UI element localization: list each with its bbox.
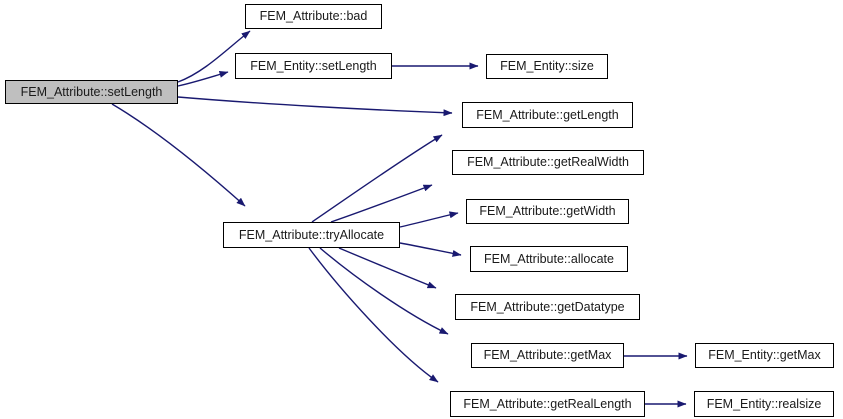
graph-node-getLength[interactable]: FEM_Attribute::getLength (462, 102, 633, 128)
graph-edge (111, 103, 246, 207)
graph-node-getRealWidth[interactable]: FEM_Attribute::getRealWidth (452, 150, 644, 175)
graph-node-label: FEM_Attribute::getWidth (479, 204, 616, 219)
graph-node-tryAllocate[interactable]: FEM_Attribute::tryAllocate (223, 222, 400, 248)
graph-node-setLength_attr[interactable]: FEM_Attribute::setLength (5, 80, 178, 104)
graph-node-label: FEM_Entity::getMax (708, 348, 821, 363)
graph-node-getWidth[interactable]: FEM_Attribute::getWidth (466, 199, 629, 224)
graph-node-setLength_entity[interactable]: FEM_Entity::setLength (235, 53, 392, 79)
graph-edge (399, 242, 462, 257)
graph-node-label: FEM_Attribute::getRealLength (463, 396, 632, 411)
graph-edge (330, 184, 433, 223)
graph-node-label: FEM_Attribute::getMax (483, 348, 612, 363)
graph-node-label: FEM_Attribute::getRealWidth (467, 155, 629, 170)
graph-node-getMax_entity[interactable]: FEM_Entity::getMax (695, 343, 834, 368)
graph-node-label: FEM_Attribute::getLength (476, 107, 619, 122)
graph-node-allocate[interactable]: FEM_Attribute::allocate (470, 246, 628, 272)
graph-node-getRealLength[interactable]: FEM_Attribute::getRealLength (450, 391, 645, 417)
graph-edge (399, 211, 459, 228)
graph-node-realsize[interactable]: FEM_Entity::realsize (694, 391, 834, 417)
graph-node-getDatatype[interactable]: FEM_Attribute::getDatatype (455, 294, 640, 320)
graph-edge (177, 96, 453, 117)
graph-node-label: FEM_Attribute::allocate (484, 251, 614, 266)
graph-node-label: FEM_Attribute::tryAllocate (238, 227, 385, 242)
graph-edge (311, 134, 443, 223)
graph-node-label: FEM_Attribute::setLength (20, 84, 163, 99)
graph-node-label: FEM_Attribute::bad (259, 9, 368, 24)
graph-node-label: FEM_Entity::setLength (250, 58, 377, 73)
graph-edge (308, 247, 439, 383)
graph-edge (177, 70, 229, 87)
graph-node-label: FEM_Entity::realsize (706, 396, 822, 411)
graph-edge (338, 247, 437, 289)
graph-node-size[interactable]: FEM_Entity::size (486, 54, 608, 79)
graph-node-label: FEM_Entity::size (500, 59, 594, 74)
graph-node-bad[interactable]: FEM_Attribute::bad (245, 4, 382, 29)
graph-node-getMax_attr[interactable]: FEM_Attribute::getMax (471, 343, 624, 368)
graph-node-label: FEM_Attribute::getDatatype (470, 299, 625, 314)
graph-edge (319, 247, 449, 335)
